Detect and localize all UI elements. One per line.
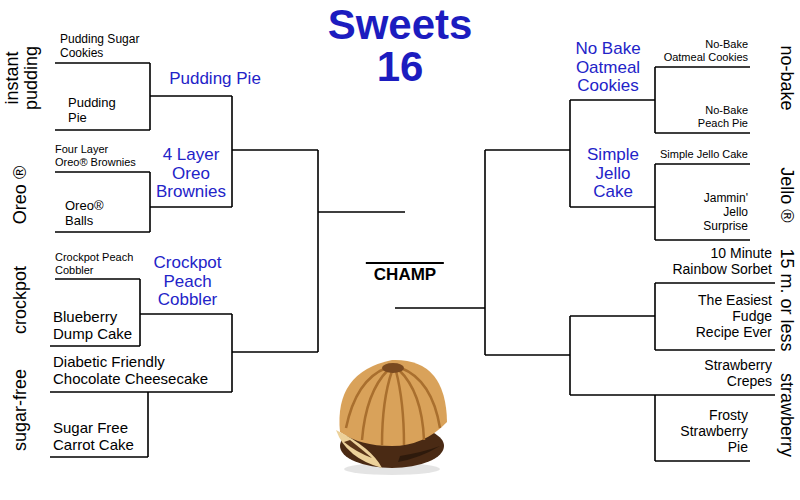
recipe-entry: No-Bake Peach Pie [678, 104, 748, 129]
recipe-entry: Oreo® Balls [65, 199, 123, 229]
recipe-entry: 10 Minute Rainbow Sorbet [662, 245, 772, 277]
winner-entry: Crockpot Peach Cobbler [145, 254, 230, 310]
bracket-line [50, 63, 775, 461]
recipe-entry: The Easiest Fudge Recipe Ever [687, 292, 772, 340]
recipe-entry: Crockpot Peach Cobbler [55, 251, 140, 276]
category-label: sugar-free [11, 369, 30, 451]
category-label: crockpot [11, 266, 30, 334]
category-label: 15 m. or less [778, 248, 797, 351]
recipe-entry: Blueberry Dump Cake [53, 308, 143, 343]
category-label: Oreo ® [11, 166, 30, 224]
winner-entry: No Bake Oatmeal Cookies [563, 40, 653, 96]
bracket-title: Sweets 16 [320, 4, 480, 88]
winner-entry: Pudding Pie [150, 70, 280, 89]
recipe-entry: Jammin' Jello Surprise [692, 192, 748, 233]
champion-label: CHAMP [366, 262, 444, 285]
recipe-entry: Pudding Pie [68, 96, 126, 126]
recipe-entry: Pudding Sugar Cookies [60, 33, 148, 61]
recipe-entry: Frosty Strawberry Pie [673, 407, 748, 455]
recipe-entry: Diabetic Friendly Chocolate Cheesecake [53, 353, 223, 388]
category-label: strawberry [778, 373, 797, 457]
winner-entry: Simple Jello Cake [578, 146, 648, 202]
category-label: instant pudding [3, 42, 41, 114]
recipe-entry: Simple Jello Cake [652, 148, 748, 161]
winner-entry: 4 Layer Oreo Brownies [153, 146, 229, 202]
recipe-entry: No-Bake Oatmeal Cookies [662, 38, 748, 63]
recipe-entry: Sugar Free Carrot Cake [53, 419, 148, 454]
category-label: no-bake [778, 45, 797, 110]
recipe-entry: Strawberry Crepes [692, 357, 772, 389]
category-label: Jello ® [778, 167, 797, 222]
recipe-entry: Four Layer Oreo® Brownies [55, 143, 140, 168]
